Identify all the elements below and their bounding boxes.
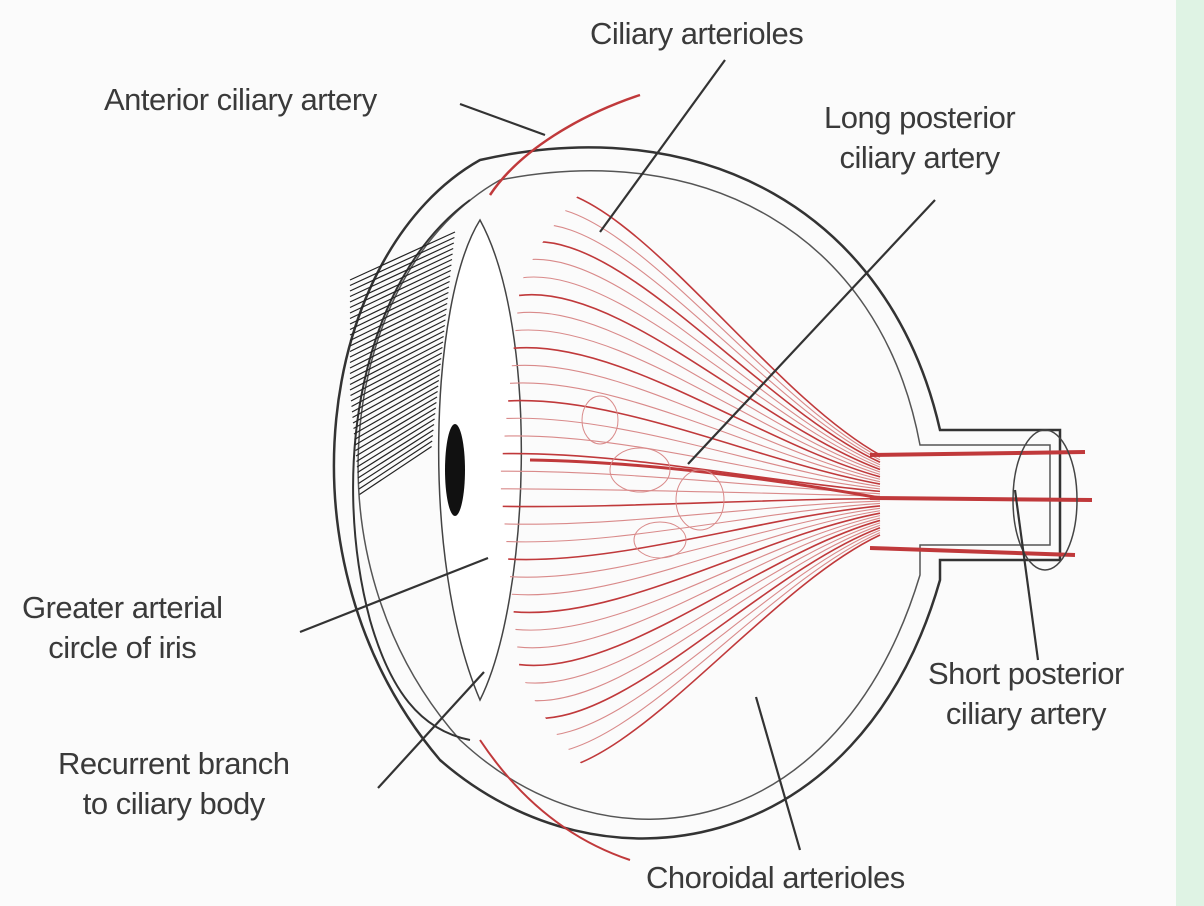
label-recurrent-branch: Recurrent branch to ciliary body bbox=[58, 744, 290, 824]
label-long-posterior-ciliary-artery: Long posterior ciliary artery bbox=[824, 98, 1015, 178]
choroidal-vessel bbox=[514, 513, 880, 612]
anterior-ciliary-artery bbox=[490, 95, 640, 195]
vessel-loop bbox=[582, 396, 618, 444]
vessel-loop bbox=[676, 470, 724, 530]
label-ciliary-arterioles: Ciliary arterioles bbox=[590, 14, 803, 54]
label-long-posterior-line2: ciliary artery bbox=[824, 138, 1015, 178]
choroidal-vessel bbox=[503, 499, 880, 507]
choroidal-vessel bbox=[519, 295, 880, 470]
choroidal-vessel bbox=[528, 533, 880, 754]
choroidal-vessels bbox=[501, 189, 880, 772]
choroidal-vessel bbox=[501, 471, 880, 494]
choroidal-vessel bbox=[521, 523, 880, 683]
vessel-loop bbox=[634, 522, 686, 558]
label-long-posterior-line1: Long posterior bbox=[824, 98, 1015, 138]
label-short-posterior-line1: Short posterior bbox=[928, 654, 1124, 694]
label-recurrent-line2: to ciliary body bbox=[58, 784, 290, 824]
choroidal-vessel bbox=[508, 506, 880, 560]
choroidal-vessel bbox=[517, 312, 880, 472]
choroidal-vessel bbox=[528, 206, 880, 457]
label-recurrent-line1: Recurrent branch bbox=[58, 744, 290, 784]
label-greater-circle-line1: Greater arterial bbox=[22, 588, 222, 628]
choroidal-vessel bbox=[525, 242, 880, 463]
choroidal-vessel bbox=[523, 259, 880, 464]
optic-nerve-arteries bbox=[870, 452, 1092, 555]
label-choroidal-arterioles: Choroidal arterioles bbox=[646, 858, 905, 898]
vessel-loop bbox=[610, 448, 670, 492]
label-short-posterior-line2: ciliary artery bbox=[928, 694, 1124, 734]
inferior-anterior-vessel bbox=[480, 740, 630, 860]
label-greater-circle-line2: circle of iris bbox=[22, 628, 222, 668]
label-greater-arterial-circle: Greater arterial circle of iris bbox=[22, 588, 222, 668]
choroidal-vessel bbox=[519, 520, 880, 665]
iris-hatch-stroke bbox=[350, 232, 455, 280]
choroidal-vessel bbox=[530, 535, 880, 771]
label-anterior-ciliary-artery: Anterior ciliary artery bbox=[104, 80, 377, 120]
label-short-posterior-ciliary-artery: Short posterior ciliary artery bbox=[928, 654, 1124, 734]
choroidal-vessel bbox=[526, 530, 880, 736]
choroidal-vessel bbox=[510, 508, 880, 577]
pupil bbox=[445, 424, 465, 516]
